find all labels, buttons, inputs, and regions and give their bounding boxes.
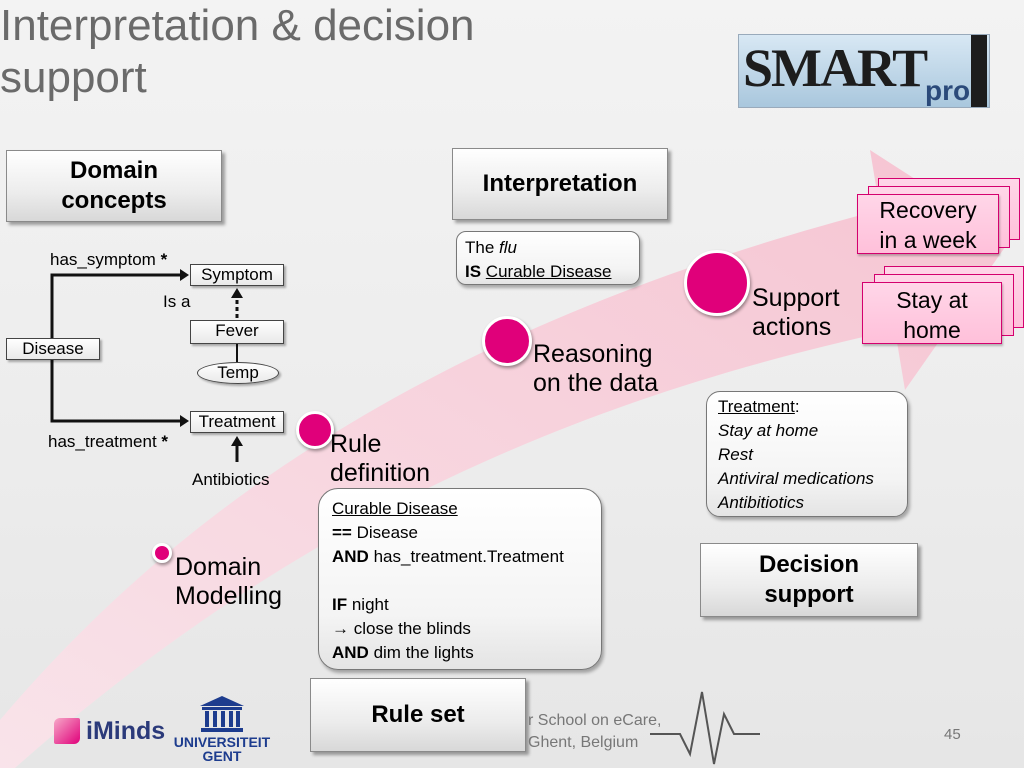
footer-event: r School on eCare, xyxy=(528,712,662,729)
label-is-a: Is a xyxy=(163,292,191,311)
step-rule-definition: Rule definition xyxy=(330,430,431,487)
iminds-logo: iMinds xyxy=(54,716,165,746)
label-has-treatment: has_treatment * xyxy=(48,432,169,451)
dot-reasoning xyxy=(482,316,532,366)
node-fever: Fever xyxy=(190,320,284,344)
header-decision-support: Decision support xyxy=(700,543,918,617)
ugent-building-icon xyxy=(200,696,244,732)
header-rule-set: Rule set xyxy=(310,678,526,752)
node-disease: Disease xyxy=(6,338,100,360)
logo-text: SMART xyxy=(743,38,928,98)
rule-box: Curable Disease == Disease AND has_treat… xyxy=(318,488,602,670)
page-number: 45 xyxy=(944,726,961,743)
step-reasoning: Reasoning on the data xyxy=(533,340,659,397)
treatment-box: Treatment: Stay at home Rest Antiviral m… xyxy=(706,391,908,517)
logo-bar xyxy=(971,35,987,107)
footer-place: Ghent, Belgium xyxy=(528,734,639,751)
dot-support-actions xyxy=(684,250,750,316)
heartbeat-line xyxy=(650,691,760,765)
header-domain-concepts: Domain concepts xyxy=(6,150,222,222)
logo-sub: pro xyxy=(925,75,971,106)
smart-pro-logo: SMART pro xyxy=(738,34,990,108)
header-interpretation: Interpretation xyxy=(452,148,668,220)
node-treatment: Treatment xyxy=(190,411,284,433)
interpretation-box: The flu IS Curable Disease xyxy=(456,231,640,285)
card-recovery: Recovery in a week xyxy=(857,194,999,254)
dot-rule-definition xyxy=(296,411,334,449)
dot-domain-modelling xyxy=(152,543,172,563)
page-title: Interpretation & decision support xyxy=(0,1,475,102)
ugent-logo: UNIVERSITEIT GENT xyxy=(172,694,272,763)
iminds-icon xyxy=(54,718,80,744)
step-support-actions: Support actions xyxy=(752,284,840,341)
node-symptom: Symptom xyxy=(190,264,284,286)
step-domain-modelling: Domain Modelling xyxy=(175,553,283,610)
label-has-symptom: has_symptom * xyxy=(50,250,168,269)
label-antibiotics: Antibiotics xyxy=(192,470,270,489)
node-temp: Temp xyxy=(197,362,279,384)
card-stay: Stay at home xyxy=(862,282,1002,344)
